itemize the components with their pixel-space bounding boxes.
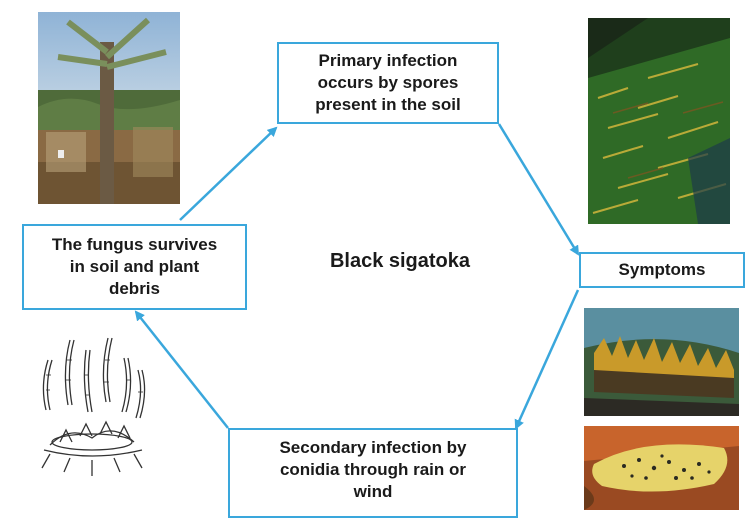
arrow-primary-to-symptoms bbox=[499, 124, 578, 254]
primary-infection-box: Primary infection occurs by spores prese… bbox=[277, 42, 499, 124]
conidia-drawing bbox=[30, 330, 155, 480]
leaf-necrosis-photo bbox=[584, 308, 739, 416]
symptoms-box: Symptoms bbox=[579, 252, 745, 288]
primary-infection-label: Primary infection occurs by spores prese… bbox=[315, 50, 460, 116]
fungus-survives-label: The fungus survives in soil and plant de… bbox=[52, 234, 217, 300]
fungus-survives-box: The fungus survives in soil and plant de… bbox=[22, 224, 247, 310]
banana-fruit-photo bbox=[584, 426, 739, 510]
arrow-survive-to-primary bbox=[180, 128, 276, 220]
center-title: Black sigatoka bbox=[300, 250, 500, 273]
field-photo bbox=[38, 12, 180, 204]
secondary-infection-label: Secondary infection by conidia through r… bbox=[279, 437, 466, 503]
leaf-streak-photo bbox=[588, 18, 730, 224]
arrow-symptoms-to-secondary bbox=[516, 290, 578, 428]
secondary-infection-box: Secondary infection by conidia through r… bbox=[228, 428, 518, 518]
symptoms-label: Symptoms bbox=[619, 259, 706, 281]
